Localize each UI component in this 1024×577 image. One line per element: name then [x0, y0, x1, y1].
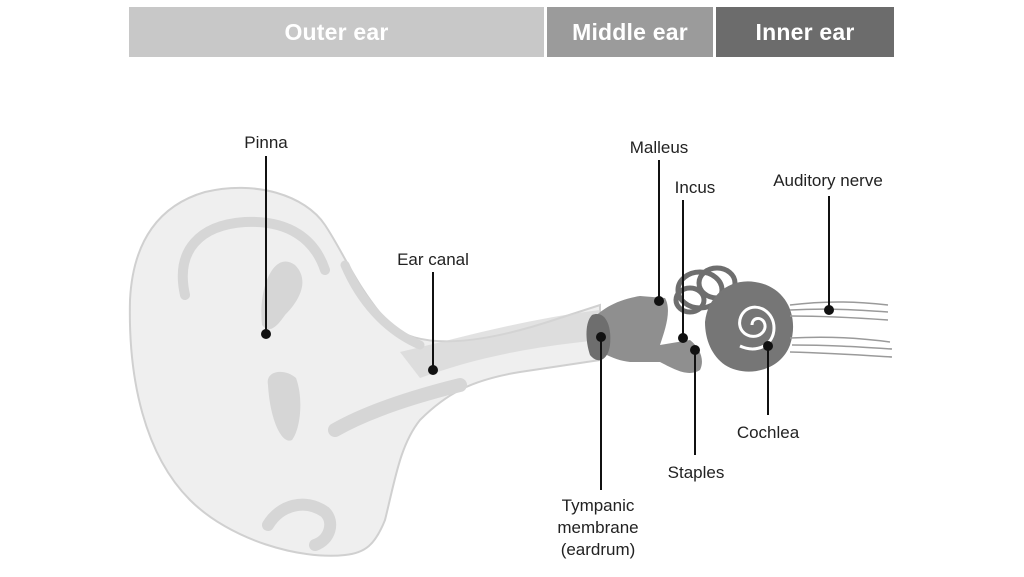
auditory-nerve-pointer-dot — [824, 305, 834, 315]
ear-canal-pointer-dot — [428, 365, 438, 375]
tympanic-label-line-2: membrane — [557, 518, 638, 537]
pinna-label: Pinna — [244, 133, 288, 152]
pinna-pointer-dot — [261, 329, 271, 339]
cochlea-label: Cochlea — [737, 423, 800, 442]
middle-ear-section-label: Middle ear — [572, 18, 688, 45]
tympanic-label-line-1: Tympanic — [562, 496, 635, 515]
staples-label: Staples — [668, 463, 725, 482]
outer-ear-section-label: Outer ear — [284, 18, 389, 45]
ear-canal-shape — [400, 310, 600, 378]
tympanic-pointer-dot — [596, 332, 606, 342]
auditory-nerve-label: Auditory nerve — [773, 171, 883, 190]
pinna-shape — [128, 186, 601, 557]
tympanic-label-line-3: (eardrum) — [561, 540, 636, 559]
malleus-pointer-dot — [654, 296, 664, 306]
inner-ear-section-bar: Inner ear — [716, 7, 894, 57]
staples-pointer-dot — [690, 345, 700, 355]
ear-canal-label: Ear canal — [397, 250, 469, 269]
outer-ear-section-bar: Outer ear — [129, 7, 544, 57]
malleus-label: Malleus — [630, 138, 689, 157]
cochlea-pointer-dot — [763, 341, 773, 351]
incus-pointer-dot — [678, 333, 688, 343]
inner-ear-section-label: Inner ear — [755, 18, 855, 45]
cochlea-shape — [705, 281, 794, 372]
auditory-nerve-shape — [789, 301, 893, 358]
incus-label: Incus — [675, 178, 716, 197]
middle-ear-section-bar: Middle ear — [547, 7, 713, 57]
label-pointers — [261, 156, 834, 490]
